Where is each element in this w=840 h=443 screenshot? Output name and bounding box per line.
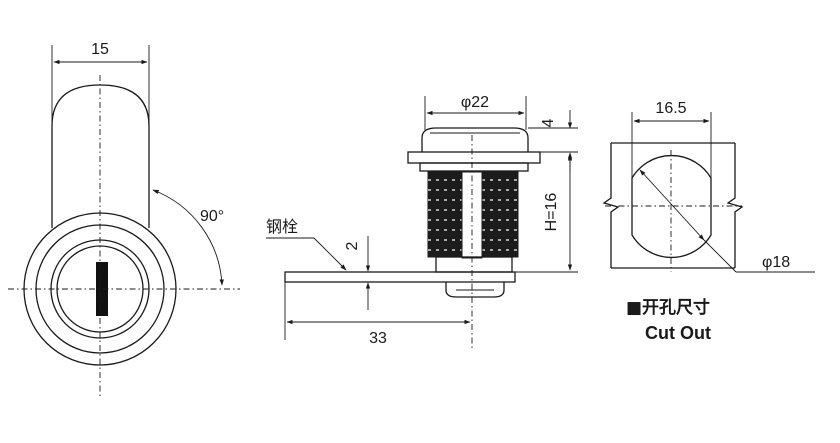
thread-left	[427, 171, 463, 258]
rotation-label: 90°	[200, 208, 224, 225]
cam-material-label: 钢栓	[266, 217, 298, 236]
cutout-title-en: Cut Out	[645, 323, 711, 343]
cap-height-label: 4	[540, 118, 557, 127]
panel-right-break	[726, 143, 744, 268]
cutout-diameter-line	[639, 169, 705, 241]
total-height-label: H=16	[543, 193, 560, 232]
flange-collar	[419, 162, 529, 172]
side-view: φ22 4 H=16	[266, 94, 578, 350]
thread-right	[481, 171, 519, 258]
front-view: 15 90°	[8, 41, 240, 398]
cutout-hole	[631, 155, 712, 258]
cutout-diameter-leader	[703, 239, 737, 273]
lower-body	[435, 256, 513, 273]
cutout-width-label: 16.5	[655, 100, 686, 117]
cutout-view: 16.5 φ18 ■开孔尺寸 Cut Out	[602, 100, 815, 343]
cutout-title-cn: ■开孔尺寸	[626, 297, 710, 318]
housing-outline	[51, 84, 150, 228]
width-label: 15	[91, 41, 109, 58]
cam-leader-line	[266, 237, 347, 271]
panel-left-break	[602, 143, 620, 268]
length-label: 33	[369, 330, 387, 347]
thickness-label: 2	[344, 241, 361, 250]
cap-outline	[421, 127, 529, 152]
key-slot	[96, 262, 108, 316]
flange-plate	[407, 151, 541, 164]
rotation-arc	[152, 189, 224, 286]
screw-head	[445, 282, 505, 298]
cam-bar	[284, 271, 516, 283]
cutout-diameter-label: φ18	[762, 254, 790, 271]
cap-diameter-label: φ22	[461, 94, 489, 111]
